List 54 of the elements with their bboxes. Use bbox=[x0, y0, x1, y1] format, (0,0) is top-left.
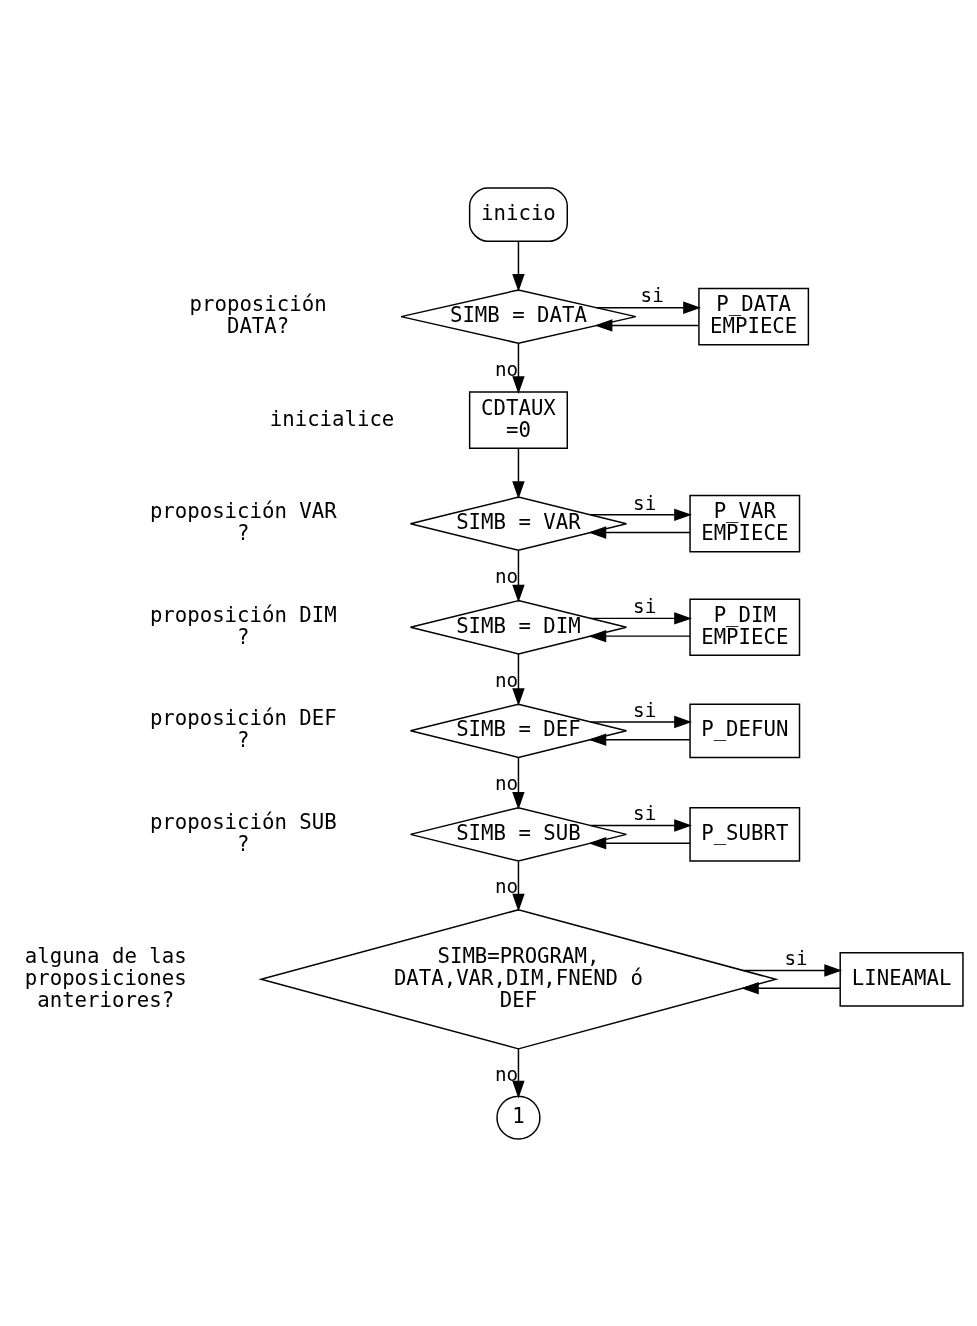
arrow bbox=[512, 652, 525, 706]
node-diamond: SIMB = DIM bbox=[409, 599, 628, 655]
node-box: P_DEFUN bbox=[689, 702, 801, 758]
arrow bbox=[512, 447, 525, 499]
arrow bbox=[589, 818, 692, 832]
arrow bbox=[589, 715, 692, 728]
arrow bbox=[596, 301, 701, 314]
arrow bbox=[742, 963, 843, 977]
edge-label: no bbox=[495, 564, 519, 588]
edge-label: si bbox=[640, 283, 664, 307]
arrow bbox=[589, 508, 692, 521]
edge-label: no bbox=[495, 1062, 519, 1086]
edge-label: si bbox=[633, 698, 657, 722]
node-box: CDTAUX =0 bbox=[468, 390, 568, 449]
edge-label: si bbox=[633, 594, 657, 618]
arrow bbox=[512, 1047, 525, 1098]
edge-label: no bbox=[495, 771, 519, 795]
node-box: P_VAR EMPIECE bbox=[689, 494, 801, 553]
label: inicialice bbox=[269, 406, 395, 431]
edge-label: si bbox=[784, 946, 808, 970]
arrow bbox=[512, 549, 525, 603]
arrow bbox=[588, 629, 691, 642]
arrow bbox=[588, 836, 691, 849]
edge-label: no bbox=[495, 668, 519, 692]
node-diamond: SIMB = VAR bbox=[409, 495, 628, 551]
node-diamond: SIMB = DEF bbox=[409, 702, 628, 758]
edge-label: no bbox=[495, 357, 519, 381]
arrow bbox=[512, 240, 525, 292]
edge-label: si bbox=[633, 491, 657, 515]
edge-label: si bbox=[633, 801, 657, 825]
label: proposición DATA? bbox=[189, 291, 327, 338]
arrow bbox=[588, 525, 691, 539]
node-box: P_SUBRT bbox=[689, 806, 801, 862]
node-box: P_DIM EMPIECE bbox=[689, 597, 801, 656]
node-circle: 1 bbox=[496, 1094, 541, 1140]
edge-label: no bbox=[495, 874, 519, 898]
arrow bbox=[512, 860, 525, 912]
arrow bbox=[741, 981, 841, 994]
node-box: inicio bbox=[468, 186, 568, 242]
arrow bbox=[594, 318, 700, 332]
arrow bbox=[589, 611, 692, 625]
node-box: P_DATA EMPIECE bbox=[698, 287, 810, 345]
node-diamond: SIMB = DATA bbox=[400, 288, 637, 344]
label: proposición VAR ? bbox=[149, 498, 337, 545]
arrow bbox=[588, 732, 691, 746]
label: proposición SUB ? bbox=[149, 809, 337, 856]
label: alguna de las proposiciones anteriores? bbox=[24, 943, 187, 1012]
node-diamond: SIMB = SUB bbox=[409, 806, 628, 862]
node-diamond: SIMB=PROGRAM, DATA,VAR,DIM,FNEND ó DEF bbox=[258, 908, 779, 1050]
label: proposición DEF ? bbox=[149, 705, 337, 752]
node-box: LINEAMAL bbox=[839, 951, 964, 1007]
arrow bbox=[512, 342, 525, 394]
label: proposición DIM ? bbox=[149, 602, 337, 649]
arrow bbox=[512, 756, 525, 810]
